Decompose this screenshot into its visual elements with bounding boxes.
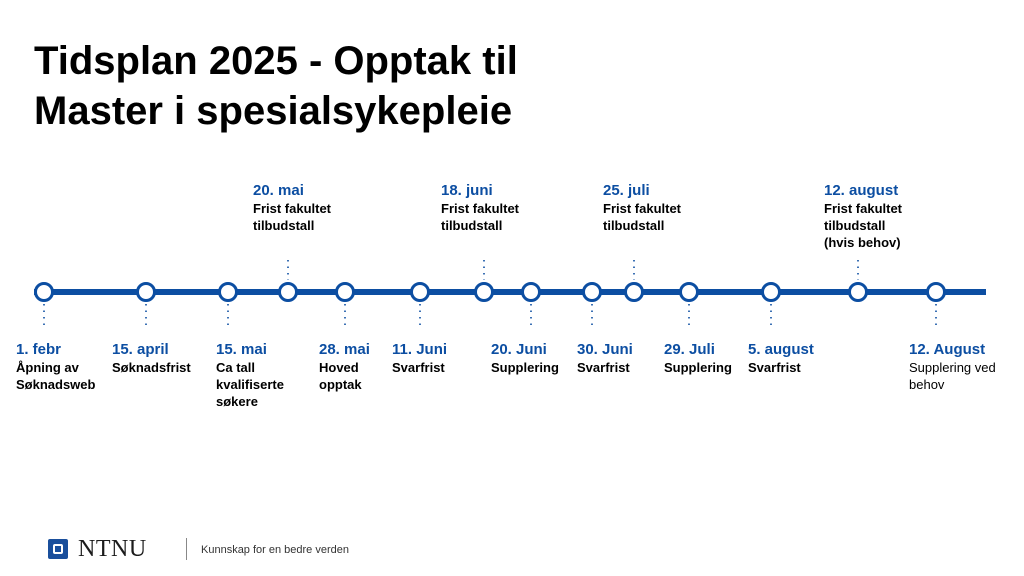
milestone-below: 15. mai Ca tall kvalifiserte søkere	[216, 341, 336, 410]
milestone-description: Supplering	[491, 360, 559, 375]
milestone-marker	[278, 282, 298, 302]
milestone-description: Ca tall kvalifiserte søkere	[216, 360, 284, 409]
milestone-description: Svarfrist	[748, 360, 801, 375]
footer-tagline: Kunnskap for en bedre verden	[201, 544, 349, 556]
milestone-marker	[848, 282, 868, 302]
milestone-date: 1. febr	[16, 341, 62, 358]
milestone-description: Supplering ved behov	[909, 360, 996, 392]
milestone-description: Frist fakultet tilbudstall	[253, 201, 332, 233]
milestone-marker	[761, 282, 781, 302]
footer-divider	[186, 538, 187, 560]
milestone-date: 18. juni	[441, 182, 493, 199]
milestone-description: Hoved opptak	[319, 360, 362, 392]
milestone-marker	[926, 282, 946, 302]
milestone-date: 12. August	[909, 341, 986, 358]
milestone-description: Svarfrist	[577, 360, 630, 375]
milestone-marker	[521, 282, 541, 302]
milestone-date: 15. april	[112, 341, 169, 358]
milestone-date: 20. mai	[253, 182, 304, 199]
milestone-marker	[34, 282, 54, 302]
milestone-date: 28. mai	[319, 341, 370, 358]
milestone-marker	[410, 282, 430, 302]
logo-text: NTNU	[78, 536, 147, 562]
milestone-description: Svarfrist	[392, 360, 445, 375]
milestone-date: 29. Juli	[664, 341, 715, 358]
ntnu-logo-icon	[48, 539, 68, 559]
milestone-date: 11. Juni	[392, 341, 448, 358]
milestone-description: Søknadsfrist	[112, 360, 191, 375]
milestone-marker	[582, 282, 602, 302]
milestone-description: Frist fakultet tilbudstall	[603, 201, 682, 233]
milestone-marker	[218, 282, 238, 302]
milestone-marker	[474, 282, 494, 302]
milestone-description: Åpning av Søknadsweb	[16, 360, 96, 392]
title-line-2: Master i spesialsykepleie	[34, 89, 513, 133]
milestone-date: 20. Juni	[491, 341, 547, 358]
milestone-marker	[679, 282, 699, 302]
milestone-description: Supplering	[664, 360, 732, 375]
milestone-date: 5. august	[748, 341, 814, 358]
milestone-marker	[136, 282, 156, 302]
milestone-date: 30. Juni	[577, 341, 633, 358]
milestone-marker	[335, 282, 355, 302]
milestone-description: Frist fakultet tilbudstall (hvis behov)	[824, 201, 903, 250]
milestone-date: 15. mai	[216, 341, 267, 358]
milestone-description: Frist fakultet tilbudstall	[441, 201, 520, 233]
milestone-marker	[624, 282, 644, 302]
milestone-date: 25. juli	[603, 182, 650, 199]
title-line-1: Tidsplan 2025 - Opptak til	[34, 39, 518, 83]
page-title: Tidsplan 2025 - Opptak til Master i spes…	[34, 36, 518, 136]
milestone-date: 12. august	[824, 182, 899, 199]
